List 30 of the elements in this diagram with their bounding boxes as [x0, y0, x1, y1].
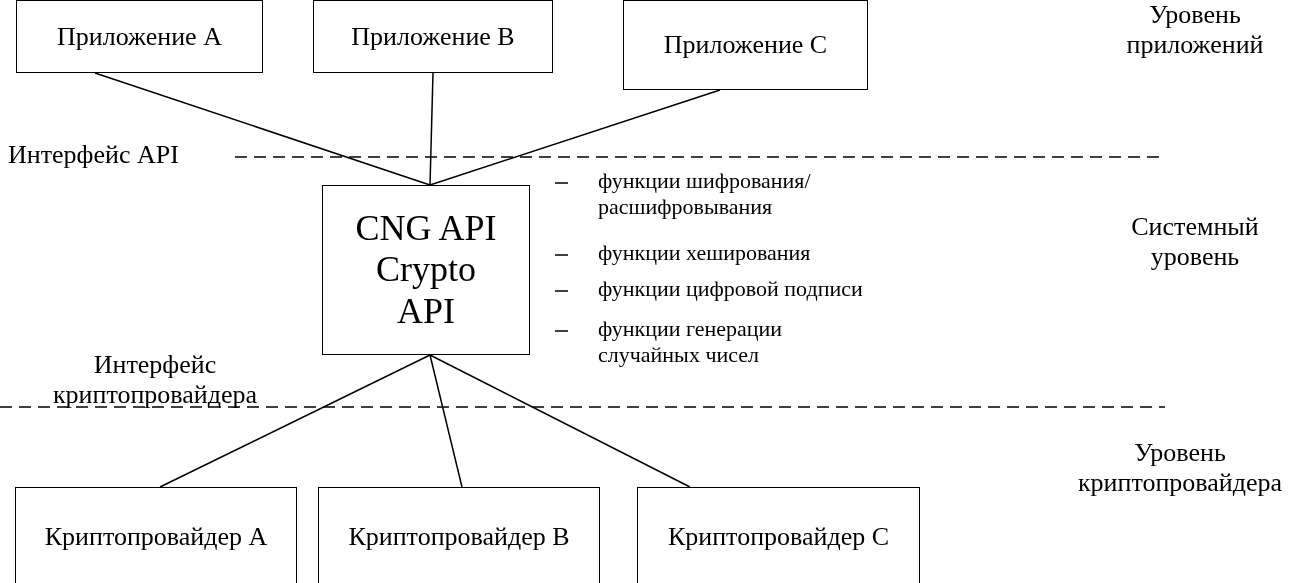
box [318, 487, 600, 583]
box-title: Приложение B [351, 21, 515, 52]
connector-line [159, 354, 431, 488]
level-name: Уровень приложений [1125, 0, 1265, 60]
box-title: Криптопровайдер C [667, 522, 890, 552]
interface-name: Интерфейс криптопровайдера [51, 350, 259, 410]
level-name: Системный уровень [1130, 212, 1260, 272]
box [15, 487, 297, 583]
box [623, 0, 868, 90]
box-title: Криптопровайдер A [44, 522, 268, 552]
level-name: Уровень криптопровайдера [1076, 438, 1284, 498]
connector-line [429, 72, 434, 186]
box [322, 185, 530, 355]
connector-line [429, 354, 691, 488]
interface-name: Интерфейс API [8, 140, 180, 170]
function-item: функции шифрования/ расшифровывания [598, 168, 812, 221]
connector-line [429, 89, 721, 186]
api-name: Crypto API [375, 249, 477, 333]
box-title: Приложение A [57, 21, 222, 52]
connector-line [94, 72, 431, 186]
box [313, 0, 553, 73]
connector-line [429, 354, 463, 488]
function-item: функции хеширования [598, 240, 812, 267]
box [637, 487, 920, 583]
box-title: Приложение C [663, 30, 828, 60]
box-title: Криптопровайдер B [348, 522, 570, 552]
box [16, 0, 263, 73]
function-item: функции цифровой подписи [598, 276, 864, 303]
api-name: CNG API [355, 207, 497, 250]
function-item: функции генерации случайных чисел [598, 316, 784, 369]
